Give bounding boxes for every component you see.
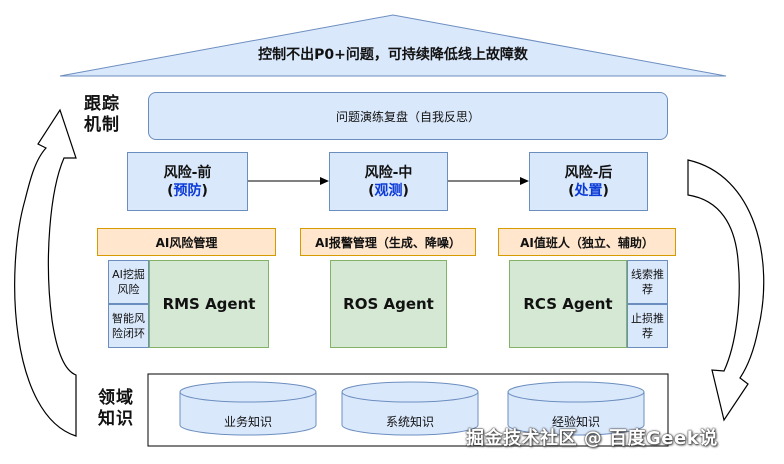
phase-title-before: 风险-前 — [163, 164, 212, 181]
phase-arrow-2 — [448, 177, 529, 185]
phase-highlight-after: 处置 — [574, 182, 603, 199]
experience-knowledge-label: 经验知识 — [551, 415, 600, 429]
cylinder-system-knowledge — [341, 381, 479, 436]
goal-roof — [59, 14, 727, 77]
goal-text: 控制不出P0+问题，可持续降低线上故障数 — [258, 47, 528, 63]
left-cycle-arrow — [14, 108, 77, 437]
domain-knowledge-label: 领域 知识 — [98, 388, 146, 430]
watermark: 掘金技术社区 @ 百度Geek说 — [466, 428, 718, 449]
system-knowledge-label: 系统知识 — [385, 415, 434, 429]
phase-sub-during: (观测) — [368, 182, 409, 199]
phase-box-after: 风险-后 (处置) — [529, 152, 648, 211]
rcs-agent-box: RCS Agent — [509, 260, 627, 348]
cylinder-experience-knowledge — [507, 381, 645, 436]
phase-highlight-during: 观测 — [374, 182, 403, 199]
phase-box-before: 风险-前 (预防) — [127, 152, 248, 211]
review-banner: 问题演练复盘（自我反思） — [148, 92, 668, 140]
cylinder-business-knowledge — [179, 381, 317, 436]
rcs-side-clue-recommend: 线索推荐 — [627, 260, 668, 304]
ai-oncall: AI值班人（独立、辅助） — [498, 228, 676, 256]
ai-risk-management: AI风险管理 — [97, 228, 276, 256]
phase-title-after: 风险-后 — [564, 164, 613, 181]
rms-side-smart-closure: 智能风险闭环 — [108, 304, 149, 348]
ai-alert-management: AI报警管理（生成、降噪） — [300, 228, 476, 256]
phase-title-during: 风险-中 — [364, 164, 413, 181]
phase-sub-after: (处置) — [568, 182, 609, 199]
phase-sub-before: (预防) — [167, 182, 208, 199]
tracking-mechanism-label: 跟踪 机制 — [84, 94, 134, 136]
rms-side-ai-mining: AI挖掘风险 — [108, 260, 149, 304]
rcs-side-loss-recommend: 止损推荐 — [627, 304, 668, 348]
right-cycle-arrow — [687, 159, 765, 422]
domain-label-line1: 领域 — [98, 388, 134, 408]
phase-arrow-1 — [248, 177, 329, 185]
domain-label-line2: 知识 — [98, 409, 134, 429]
ros-agent-box: ROS Agent — [330, 260, 447, 348]
tracking-label-line2: 机制 — [84, 115, 120, 135]
rms-agent-box: RMS Agent — [149, 260, 269, 348]
business-knowledge-label: 业务知识 — [223, 415, 272, 429]
phase-box-during: 风险-中 (观测) — [329, 152, 448, 211]
phase-highlight-before: 预防 — [173, 182, 202, 199]
tracking-label-line1: 跟踪 — [84, 94, 120, 114]
